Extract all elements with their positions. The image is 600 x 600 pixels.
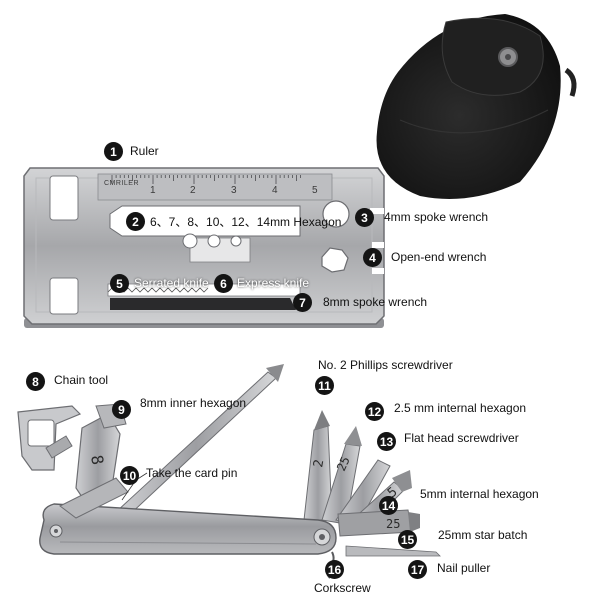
ruler-tick-label: 3 [231, 185, 237, 196]
callout-marker-6: 6 [214, 274, 233, 293]
ruler-tick-label: 2 [190, 185, 196, 196]
callout-label-express: Express knife [237, 276, 310, 290]
callout-label-card-pin: Take the card pin [146, 466, 238, 480]
callout-marker-12: 12 [365, 402, 384, 421]
callout-marker-3: 3 [355, 208, 374, 227]
callout-marker-7: 7 [293, 293, 312, 312]
callout-marker-16: 16 [325, 560, 344, 579]
callout-marker-2: 2 [126, 212, 145, 231]
ruler-tick-label: 1 [150, 185, 156, 196]
callout-label-4mm-spoke: 4mm spoke wrench [384, 210, 489, 224]
callout-label-ruler: Ruler [130, 144, 159, 158]
callout-marker-4: 4 [363, 248, 382, 267]
callout-label-flat-head: Flat head screwdriver [404, 431, 519, 445]
pouch [376, 14, 577, 199]
ruler-tick-label: 4 [272, 185, 278, 196]
callout-label-8mm-hex: 8mm inner hexagon [140, 396, 247, 410]
callout-marker-9: 9 [112, 400, 131, 419]
callout-label-open-end: Open-end wrench [391, 250, 487, 264]
callout-marker-13: 13 [377, 432, 396, 451]
callout-label-corkscrew: Corkscrew [314, 581, 371, 595]
callout-label-phillips: No. 2 Phillips screwdriver [318, 358, 453, 372]
callout-marker-8: 8 [26, 372, 45, 391]
callout-label-serrated: Serrated knife [134, 276, 209, 290]
callout-marker-10: 10 [120, 466, 139, 485]
callout-label-nail-puller: Nail puller [437, 561, 491, 575]
callout-marker-11: 11 [315, 376, 334, 395]
callout-label-5mm-hex: 5mm internal hexagon [420, 487, 539, 501]
callout-label-2-5mm-hex: 2.5 mm internal hexagon [394, 401, 527, 415]
callout-marker-1: 1 [104, 142, 123, 161]
callout-marker-5: 5 [110, 274, 129, 293]
bit-mark-star: 25 [386, 517, 400, 531]
unfolded-tool [17, 364, 441, 579]
ruler-brand: CMRILER [104, 180, 140, 187]
callout-label-chain-tool: Chain tool [54, 373, 109, 387]
bit-mark-chain-hex: 8 [87, 453, 107, 466]
bit-mark-hex25: 25 [334, 454, 353, 473]
ruler-tick-label: 5 [312, 185, 318, 196]
callout-label-hexagon: 6、7、8、10、12、14mm Hexagon [150, 215, 342, 229]
callout-label-star-batch: 25mm star batch [438, 528, 528, 542]
callout-label-8mm-spoke: 8mm spoke wrench [323, 295, 428, 309]
callout-marker-14: 14 [379, 496, 398, 515]
bit-mark-phillips: 2 [311, 458, 327, 468]
callout-marker-15: 15 [398, 530, 417, 549]
callout-marker-17: 17 [408, 560, 427, 579]
